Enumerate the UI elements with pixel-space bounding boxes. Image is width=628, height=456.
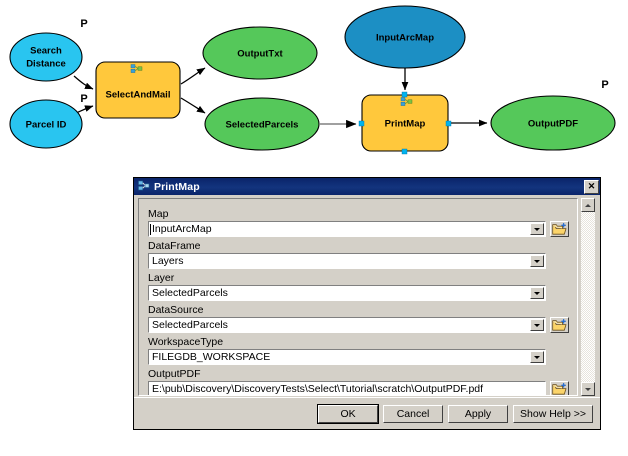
model-tool-icon [137,180,150,193]
combobox[interactable]: SelectedParcels [148,317,546,333]
model-tool-icon [400,97,413,106]
ok-button[interactable]: OK [317,403,380,424]
selection-handles[interactable] [358,91,452,155]
dropdown-arrow-button[interactable] [530,351,544,363]
parameter-value[interactable]: Layers [152,255,184,267]
close-icon[interactable]: ✕ [584,179,599,194]
parameter-control: FILEGDB_WORKSPACE [148,349,569,365]
scrollbar-track[interactable] [581,212,595,382]
browse-button[interactable] [550,317,569,333]
chevron-down-icon [534,355,540,359]
scroll-up-button[interactable] [581,198,595,212]
scroll-down-button[interactable] [581,382,595,396]
model-diagram-canvas[interactable]: Search Distance P Parcel ID P SelectAndM… [0,0,628,172]
combobox[interactable]: InputArcMap [148,221,546,237]
cancel-button[interactable]: Cancel [383,404,444,423]
chevron-down-icon [534,323,540,327]
node-output-txt[interactable]: OutputTxt [202,26,318,80]
dialog-title-bar[interactable]: PrintMap ✕ [134,178,600,195]
open-folder-icon [552,382,567,395]
parameters-scrollbar[interactable] [581,198,595,396]
dropdown-arrow-button[interactable] [530,287,544,299]
parameter-label: OutputPDF [148,368,201,380]
parameter-value[interactable]: SelectedParcels [152,319,228,331]
combobox[interactable]: Layers [148,253,546,269]
link-parcel-id-to-select-and-mail[interactable] [75,105,94,114]
node-select-and-mail[interactable]: SelectAndMail [95,61,181,119]
parameter-label: WorkspaceType [148,336,224,348]
dropdown-arrow-button[interactable] [530,223,544,235]
show-help-button[interactable]: Show Help >> [513,404,593,423]
dialog-title: PrintMap [154,180,200,193]
dropdown-arrow-button[interactable] [530,255,544,267]
parameter-marker-search-distance: P [80,18,87,30]
link-select-and-mail-to-selected-parcels[interactable] [180,97,206,114]
parameter-control: E:\pub\Discovery\DiscoveryTests\Select\T… [148,381,569,395]
combobox[interactable]: SelectedParcels [148,285,546,301]
parameter-control: SelectedParcels [148,317,569,333]
browse-button[interactable] [550,221,569,237]
browse-button[interactable] [550,381,569,395]
link-search-distance-to-select-and-mail[interactable] [73,75,94,90]
combobox[interactable]: FILEGDB_WORKSPACE [148,349,546,365]
node-input-arc-map[interactable]: InputArcMap [344,5,466,69]
node-search-distance[interactable]: Search Distance [9,32,83,82]
browse-spacer [550,349,569,365]
parameter-control: SelectedParcels [148,285,569,301]
parameter-control: InputArcMap [148,221,569,237]
parameter-label: Map [148,208,169,220]
parameter-value[interactable]: InputArcMap [149,222,530,236]
parameter-row: OutputPDF E:\pub\Discovery\DiscoveryTests… [148,368,569,395]
chevron-down-icon [534,291,540,295]
chevron-down-icon [534,259,540,263]
parameter-value[interactable]: FILEGDB_WORKSPACE [152,351,271,363]
node-parcel-id[interactable]: Parcel ID [9,99,83,149]
browse-spacer [550,253,569,269]
node-selected-parcels[interactable]: SelectedParcels [204,97,320,151]
chevron-down-icon [534,227,540,231]
open-folder-icon [552,222,567,235]
text-input[interactable]: E:\pub\Discovery\DiscoveryTests\Select\T… [148,381,546,395]
link-select-and-mail-to-output-txt[interactable] [180,67,206,85]
browse-spacer [550,285,569,301]
model-tool-icon [130,64,143,73]
node-print-map[interactable]: PrintMap [358,91,452,155]
parameter-label: DataSource [148,304,204,316]
parameter-value[interactable]: E:\pub\Discovery\DiscoveryTests\Select\T… [152,383,484,395]
apply-button[interactable]: Apply [448,404,509,423]
dropdown-arrow-button[interactable] [530,319,544,331]
open-folder-icon [552,318,567,331]
chevron-up-icon [585,203,591,207]
parameter-label: DataFrame [148,240,201,252]
parameter-label: Layer [148,272,175,284]
parameter-value[interactable]: SelectedParcels [152,287,228,299]
parameter-control: Layers [148,253,569,269]
chevron-down-icon [585,387,591,391]
parameter-marker-output-pdf: P [601,79,608,91]
node-output-pdf[interactable]: OutputPDF [490,95,616,151]
parameter-marker-parcel-id: P [80,93,87,105]
